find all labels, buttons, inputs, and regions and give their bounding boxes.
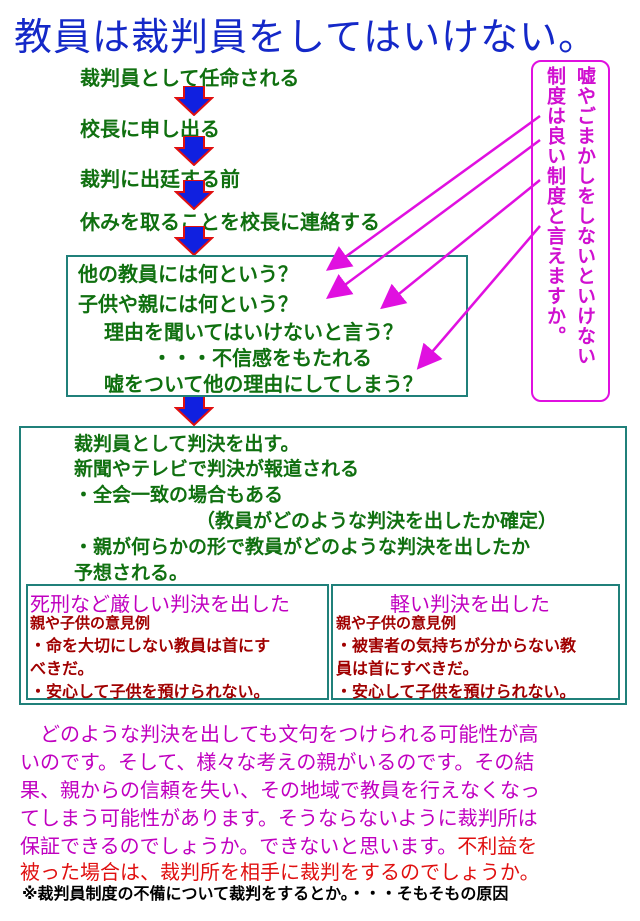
severe-verdict-subheading: 親や子供の意見例	[30, 614, 151, 632]
light-verdict-heading: 軽い判決を出した	[390, 592, 550, 616]
result-line: 新聞やテレビで判決が報道される	[74, 458, 360, 480]
severe-opinion-line: ・命を大切にしない教員は首にす	[30, 636, 271, 655]
light-verdict-subheading: 親や子供の意見例	[336, 614, 457, 632]
paragraph-line: いのです。そして、様々な考えの親がいるのです。その結	[20, 750, 535, 774]
result-line: 予想される。	[74, 562, 189, 584]
severe-opinion-line: べきだ。	[30, 659, 94, 678]
result-box	[19, 426, 627, 705]
severe-verdict-box	[26, 584, 329, 700]
paragraph-red-line: 被った場合は、裁判所を相手に裁判をするのでしょうか。	[20, 860, 540, 884]
paragraph-red-text: 不利益を	[457, 834, 538, 858]
step-before-court: 裁判に出廷する前	[80, 167, 240, 191]
down-arrow-icon	[174, 136, 214, 166]
light-opinion-line: ・安心して子供を預けられない。	[336, 682, 576, 701]
paragraph-line: てしまう可能性があります。そうならないように裁判所は	[20, 806, 538, 830]
step-request-leave: 休みを取ることを校長に連絡する	[80, 210, 380, 234]
callout-box	[531, 60, 610, 402]
down-arrow-icon	[174, 86, 214, 116]
connector-arrow	[325, 138, 541, 299]
callout-text-col2: 制度は良い制度と言えますか。	[544, 66, 566, 346]
result-line: ・全会一致の場合もある	[74, 484, 284, 506]
down-arrow-icon	[174, 180, 214, 210]
callout-text-col1: 嘘やごまかしをしないといけない	[574, 66, 596, 366]
paragraph-line: どのような判決を出しても文句をつけられる可能性が高	[20, 722, 539, 746]
question-other-teachers: 他の教員には何という？	[78, 262, 298, 286]
footnote: ※裁判員制度の不備について裁判をするとか。・・・そもそもの原因	[22, 884, 509, 903]
question-children-parents: 子供や親には何という？	[78, 292, 298, 316]
question-distrust: ・・・不信感をもたれる	[152, 346, 372, 370]
light-opinion-line: ・被害者の気持ちが分からない教	[336, 636, 577, 655]
light-verdict-box	[331, 584, 620, 700]
connector-arrow	[416, 225, 541, 370]
severe-verdict-heading: 死刑など厳しい判決を出した	[30, 592, 290, 616]
result-line: （教員がどのような判決を出したか確定）	[196, 510, 558, 532]
paragraph-line: 果、親からの信頼を失い、その地域で教員を行えなくなっ	[20, 778, 540, 802]
question-lie: 嘘をついて他の理由にしてしまう？	[104, 372, 423, 396]
question-reason: 理由を聞いてはいけないと言う？	[104, 320, 403, 344]
paragraph-text: 保証できるのでしょうか。できないと思います。	[20, 834, 458, 858]
question-box	[66, 255, 468, 397]
connector-arrow	[325, 114, 541, 271]
down-arrow-icon	[174, 396, 214, 426]
connector-arrow	[380, 179, 541, 310]
result-line: ・親が何らかの形で教員がどのような判決を出したか	[74, 536, 531, 558]
severe-opinion-line: ・安心して子供を預けられない。	[30, 682, 270, 701]
page-title: 教員は裁判員をしてはいけない。	[14, 15, 598, 59]
result-line: 裁判員として判決を出す。	[74, 433, 300, 455]
light-opinion-line: 員は首にすべきだ。	[336, 659, 479, 678]
down-arrow-icon	[174, 226, 214, 256]
paragraph-line: 保証できるのでしょうか。できないと思います。不利益を	[20, 830, 537, 859]
